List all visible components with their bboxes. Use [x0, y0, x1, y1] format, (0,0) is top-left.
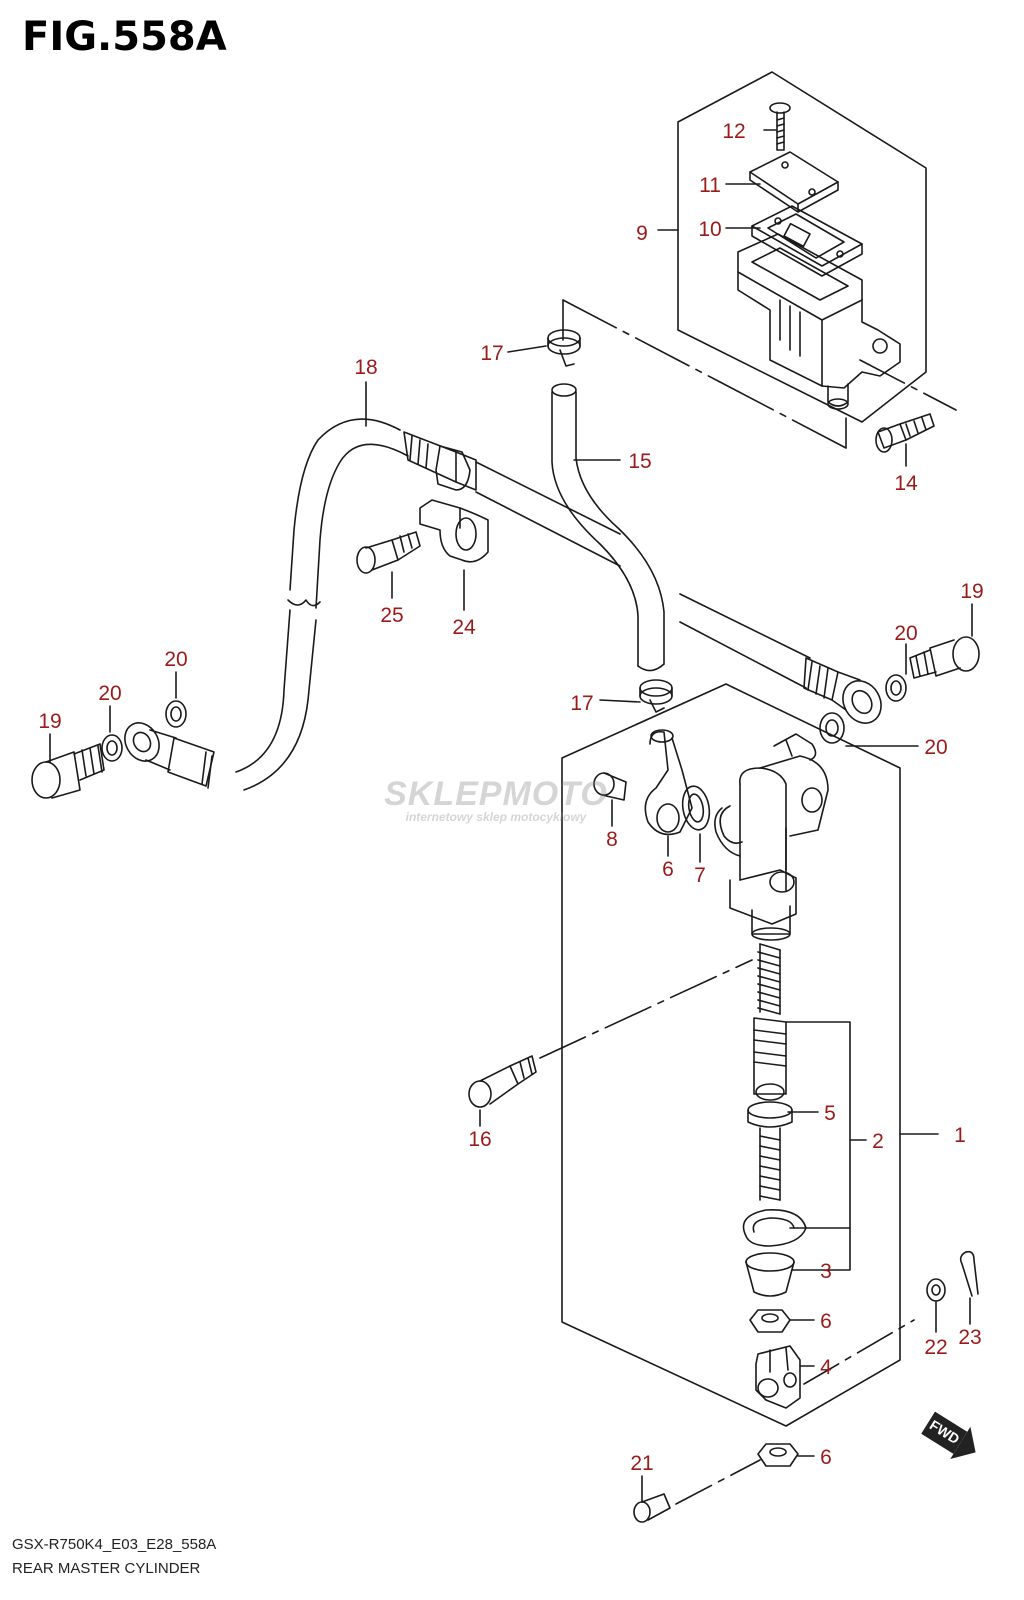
model-code: GSX-R750K4_E03_E28_558A	[12, 1536, 217, 1553]
connector-screw	[593, 772, 627, 801]
callout-17-upper: 17	[480, 342, 503, 365]
master-cylinder-body	[714, 733, 829, 941]
callout-20-left-outer: 20	[98, 682, 121, 705]
callout-18: 18	[354, 356, 377, 379]
reservoir-body	[737, 233, 901, 410]
callout-9: 8	[606, 828, 618, 851]
callout-15: 14	[894, 472, 918, 495]
leader-17b	[599, 699, 641, 703]
callout-16: 15	[628, 450, 651, 473]
callout-19-right: 19	[960, 580, 983, 603]
callout-10: 16	[468, 1128, 491, 1151]
hose-clamp-bolt	[356, 531, 421, 574]
callout-14: 12	[722, 120, 745, 143]
union-bolt-right	[909, 636, 980, 679]
reservoir-hose	[551, 383, 665, 672]
callout-25: 25	[380, 604, 403, 627]
crush-washer-left-inner	[165, 700, 187, 728]
callout-20-left-inner: 20	[164, 648, 187, 671]
reservoir-group-outline	[677, 71, 927, 423]
callout-22: 22	[924, 1336, 947, 1359]
callout-8: 7	[694, 864, 706, 887]
callout-24: 24	[452, 616, 476, 639]
callout-19-left: 19	[38, 710, 61, 733]
reservoir-cap	[749, 151, 839, 213]
callout-12: 10	[698, 218, 721, 241]
callout-1: 1	[954, 1124, 966, 1147]
callout-7: 6	[662, 858, 674, 881]
crush-washer-left-outer	[101, 734, 123, 762]
crush-washer-right-upper	[885, 674, 907, 702]
hose-connector	[644, 729, 693, 836]
pin-washer	[926, 1278, 946, 1302]
master-cylinder-group-outline	[561, 683, 901, 1427]
figure-title: FIG.558A	[22, 14, 227, 60]
cotter-pin	[959, 1250, 979, 1297]
callout-21: 21	[630, 1452, 653, 1475]
lock-nut-upper	[749, 1309, 791, 1333]
brake-hose	[124, 418, 882, 791]
figure-caption: REAR MASTER CYLINDER	[12, 1560, 201, 1577]
callout-4: 4	[820, 1356, 832, 1379]
callout-3: 3	[820, 1260, 832, 1283]
callout-5: 5	[824, 1102, 836, 1125]
leader-17a	[507, 345, 547, 353]
callout-6-lower: 6	[820, 1446, 832, 1469]
push-rod	[747, 1101, 793, 1201]
callout-11: 9	[636, 222, 648, 245]
callout-23: 23	[958, 1326, 981, 1349]
lock-nut-lower	[757, 1443, 799, 1467]
clevis-joint	[755, 1345, 801, 1409]
callout-6-upper: 6	[820, 1310, 832, 1333]
clevis-pin	[633, 1493, 671, 1523]
rubber-boot	[745, 1252, 795, 1297]
callout-17-lower: 17	[570, 692, 593, 715]
hose-clamp-lower	[639, 679, 673, 713]
hose-clamp-upper	[547, 329, 581, 367]
union-bolt-left	[31, 743, 105, 799]
callout-20-right-lower: 20	[924, 736, 947, 759]
piston-spring	[753, 943, 787, 1101]
master-cylinder-mount-bolt	[468, 1055, 537, 1108]
connector-o-ring	[681, 785, 711, 831]
leader-3	[791, 1227, 851, 1271]
callout-20-right-upper: 20	[894, 622, 917, 645]
leader-2-bracket	[785, 1021, 867, 1229]
callout-13: 11	[699, 174, 721, 197]
reservoir-mount-bolt	[875, 413, 935, 453]
callout-2: 2	[872, 1130, 884, 1153]
reservoir-diaphragm	[751, 205, 863, 277]
reservoir-cap-screw	[769, 102, 791, 151]
hose-clamp-bracket	[419, 445, 489, 563]
